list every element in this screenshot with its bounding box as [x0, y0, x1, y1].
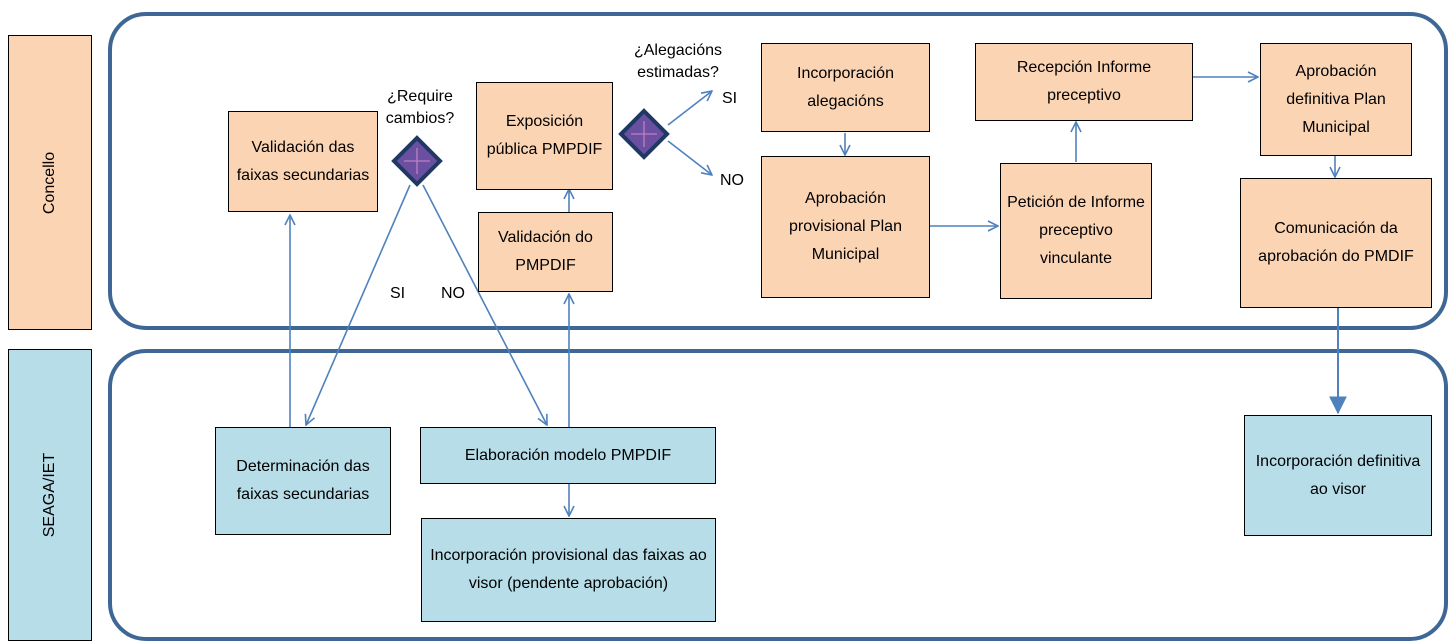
si-label-require: SI [390, 285, 406, 302]
determinacion-faixas-box: Determinación das faixas secundarias [215, 427, 391, 535]
incorporacion-provisional-box: Incorporación provisional das faixas ao … [421, 518, 716, 622]
lane-label-concello: Concello [8, 35, 92, 330]
require-cambios-question: ¿Require cambios? [385, 88, 455, 127]
arrow-no-to-elaboracion [422, 184, 547, 425]
peticion-informe-box: Petición de Informe preceptivo vinculant… [1000, 163, 1152, 299]
incorporacion-alegacions-box: Incorporación alegacións [761, 43, 930, 132]
incorporacion-definitiva-box: Incorporación definitiva ao visor [1244, 415, 1432, 536]
recepcion-informe-box: Recepción Informe preceptivo [975, 43, 1193, 121]
alegacions-estimadas-question: ¿Alegacións estimadas? [633, 42, 723, 81]
decision-diamond-require [391, 135, 443, 187]
elaboracion-modelo-box: Elaboración modelo PMPDIF [420, 427, 716, 484]
validacion-faixas-box: Validación das faixas secundarias [228, 111, 378, 212]
decision-diamond-alegacions [618, 108, 670, 160]
aprobacion-provisional-box: Aprobación provisional Plan Municipal [761, 156, 930, 298]
arrow-diamond-to-si [667, 91, 712, 126]
aprobacion-definitiva-box: Aprobación definitiva Plan Municipal [1260, 43, 1412, 156]
comunicacion-box: Comunicación da aprobación do PMDIF [1240, 178, 1432, 308]
validacion-pmpdif-box: Validación do PMPDIF [478, 212, 613, 292]
seaga-swimlane [108, 349, 1448, 641]
no-label-require: NO [441, 285, 465, 302]
no-label-alegacions: NO [720, 172, 744, 189]
arrow-diamond-to-no [667, 140, 712, 175]
exposicion-publica-box: Exposición pública PMPDIF [476, 82, 613, 190]
arrow-si-to-determinacion [306, 184, 411, 425]
si-label-alegacions: SI [722, 90, 738, 107]
concello-swimlane [108, 12, 1448, 330]
lane-label-seaga: SEAGA/IET [8, 349, 92, 641]
